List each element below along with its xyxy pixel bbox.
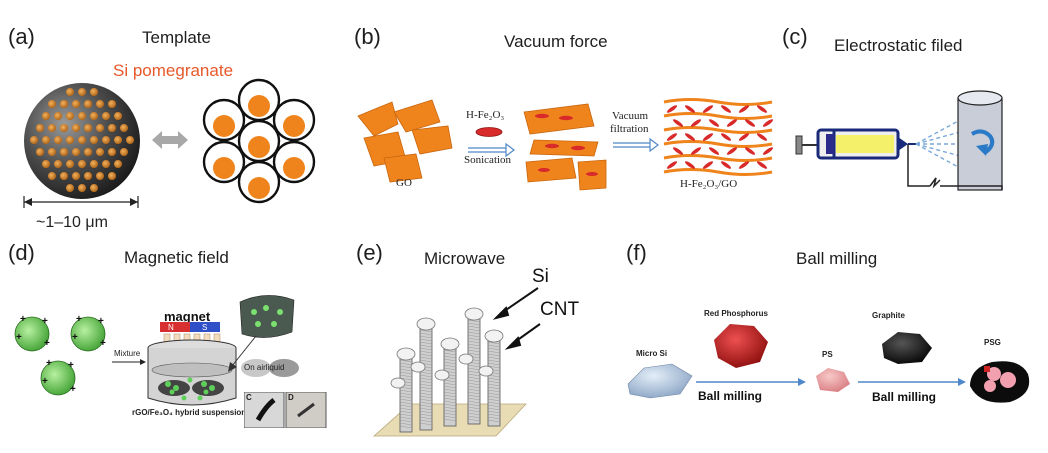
svg-text:+: + [42,376,48,387]
ball-milling-step1-label: Ball milling [698,389,763,403]
decorated-sheets [523,103,607,191]
scale-label: ~1–10 μm [36,214,108,231]
scale-bar [23,196,139,208]
svg-text:+: + [100,338,106,349]
panel-a-label: (a) [8,24,35,49]
filtration-arrow-icon [613,138,659,152]
hematite-and-arrow [468,127,515,158]
panel-a-title: Template [142,28,211,47]
svg-text:+: + [76,314,82,325]
photo-c-label: C [246,393,252,402]
panel-c-title: Electrostatic filed [834,36,963,55]
photo-d-label: D [288,393,294,402]
go-label: GO [396,177,412,189]
mixture-arrow-icon [112,359,146,365]
ball-milling-step2-label: Ball milling [872,390,937,404]
svg-text:+: + [44,338,50,349]
product-label: H-Fe₂O₃/GO [680,178,738,190]
layered-film [663,98,774,176]
svg-text:+: + [46,358,52,369]
svg-text:+: + [68,360,74,371]
electrospinning-setup [795,90,1003,191]
liquid-ellipses [241,359,299,377]
panel-e-label: (e) [356,240,383,265]
svg-text:+: + [72,332,78,343]
panel-d-title: Magnetic field [124,248,229,267]
si-label: Si [532,266,549,287]
panel-d-label: (d) [8,240,35,265]
svg-text:+: + [42,316,48,327]
panel-a-subtitle: Si pomegranate [113,61,234,80]
panel-b-label: (b) [354,24,381,49]
on-liquid-label: On airliquid [244,363,285,372]
svg-text:+: + [70,384,76,395]
svg-text:S: S [202,323,207,332]
magnet-label: magnet [164,309,211,324]
svg-text:+: + [20,314,26,325]
mixture-label: Mixture [114,349,141,358]
on-liquid-arrow-icon [228,335,257,372]
graphene-oxide-sheets [357,99,453,183]
red-phosphorus-label: Red Phosphorus [704,309,769,318]
filtration-label: filtration [610,123,649,135]
psg-label: PSG [984,338,1001,347]
panel-c-label: (c) [782,24,808,49]
ps-label: PS [822,350,833,359]
reagent-label: H-Fe₂O₃ [466,109,505,121]
svg-text:+: + [98,316,104,327]
svg-text:+: + [16,332,22,343]
magnetic-particles: + + + + + + + + + + + + [14,314,106,396]
panel-f-title: Ball milling [796,249,878,268]
vacuum-label: Vacuum [612,110,649,122]
film-photos [244,392,327,428]
micro-si-label: Micro Si [636,349,668,358]
si-pomegranate-cluster [24,83,140,199]
si-cnt-array [372,287,541,437]
suspension-label: rGO/Fe₃O₄ hybrid suspension [132,408,247,417]
sheet-on-liquid-image [239,295,295,338]
panel-e-title: Microwave [424,249,506,268]
svg-text:N: N [168,323,174,332]
double-arrow-icon [152,131,188,149]
ball-milling-scheme [627,324,1030,403]
panel-f-label: (f) [626,240,647,265]
pomegranate-cross-section [202,78,316,204]
panel-b-title: Vacuum force [504,32,608,51]
graphite-label: Graphite [872,311,905,320]
sonication-label: Sonication [464,154,512,166]
cnt-label: CNT [540,299,580,320]
